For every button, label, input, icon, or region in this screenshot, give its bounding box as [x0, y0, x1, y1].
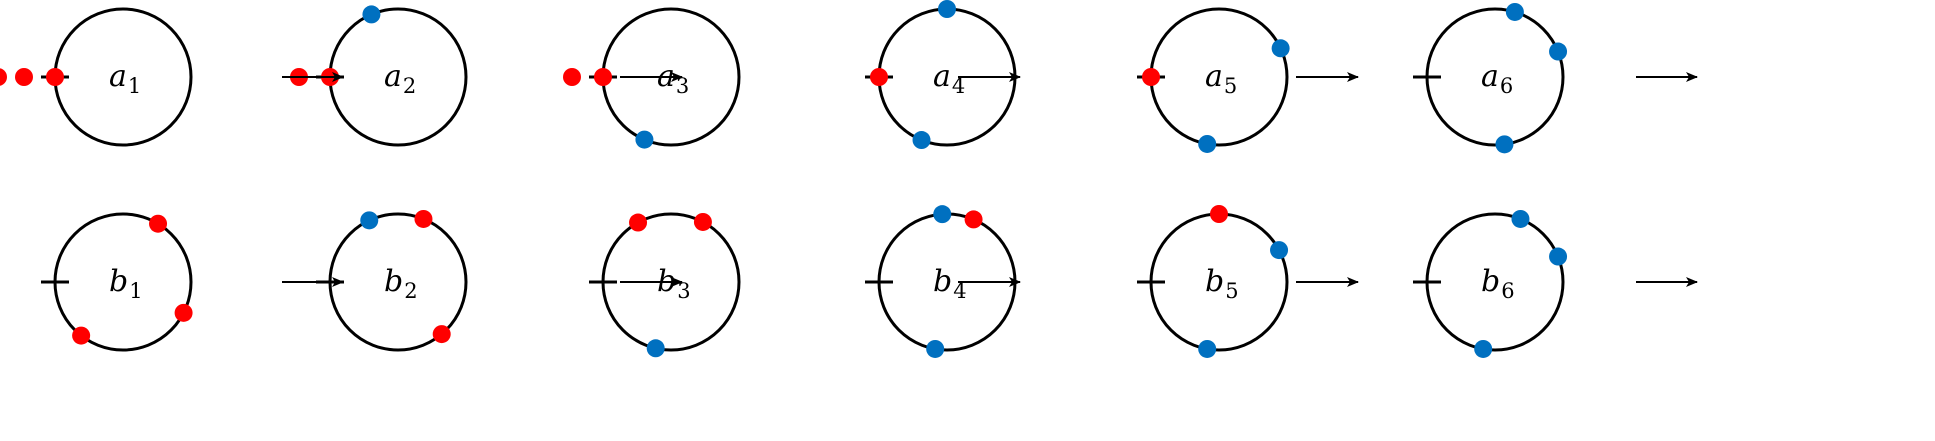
label-index: 6: [1501, 279, 1514, 303]
state-b5: b5: [1137, 205, 1289, 358]
state-label: a6: [1481, 59, 1513, 98]
blue-dot: [926, 339, 945, 358]
state-b4: b4: [865, 205, 1017, 358]
label-letter: a: [1205, 59, 1223, 94]
state-b1: b1: [41, 212, 193, 352]
state-a2: a2: [290, 5, 468, 147]
state-label: b6: [1481, 264, 1515, 303]
state-label: a1: [109, 59, 141, 98]
blue-dot: [1198, 134, 1217, 153]
state-a1: a1: [0, 7, 193, 147]
state-label: a5: [1205, 59, 1237, 98]
red-dot: [693, 212, 712, 231]
label-letter: b: [933, 264, 952, 299]
red-dot: [1210, 205, 1228, 223]
label-letter: b: [384, 264, 403, 299]
label-index: 5: [1224, 74, 1237, 98]
blue-dot: [1495, 135, 1514, 154]
red-dot: [432, 325, 451, 344]
state-label: b5: [1205, 264, 1239, 303]
blue-dot: [362, 5, 381, 24]
label-index: 2: [404, 279, 417, 303]
blue-dot: [635, 130, 654, 149]
red-dot: [149, 214, 168, 233]
label-letter: a: [1481, 59, 1499, 94]
state-b2: b2: [316, 209, 468, 352]
label-index: 1: [128, 74, 141, 98]
state-a4: a4: [865, 0, 1017, 150]
state-a5: a5: [1137, 7, 1290, 153]
label-index: 4: [952, 74, 965, 98]
blue-dot: [938, 0, 956, 18]
blue-dot: [1271, 39, 1290, 58]
red-queued-dot: [563, 68, 581, 86]
blue-dot: [1474, 339, 1493, 358]
label-index: 1: [129, 279, 142, 303]
red-dot: [46, 68, 64, 86]
red-dot: [964, 210, 983, 229]
blue-dot: [1270, 241, 1289, 260]
red-dot: [594, 68, 612, 86]
state-label: b3: [657, 264, 691, 303]
label-index: 5: [1225, 279, 1238, 303]
blue-dot: [1198, 339, 1217, 358]
label-letter: b: [1481, 264, 1500, 299]
state-label: b4: [933, 264, 967, 303]
label-letter: b: [1205, 264, 1224, 299]
blue-dot: [1511, 209, 1530, 228]
state-label: b2: [384, 264, 418, 303]
label-letter: a: [933, 59, 951, 94]
red-dot: [174, 303, 193, 322]
blue-dot: [1505, 2, 1524, 21]
red-dot: [72, 326, 91, 345]
red-dot: [629, 213, 648, 232]
state-label: a3: [657, 59, 689, 98]
blue-dot: [912, 131, 931, 150]
blue-dot: [1549, 247, 1568, 266]
label-index: 2: [403, 74, 416, 98]
red-dot: [414, 209, 433, 228]
red-queued-dot: [0, 68, 7, 86]
label-letter: a: [384, 59, 402, 94]
red-dot: [870, 68, 888, 86]
blue-dot: [933, 205, 952, 224]
blue-dot: [646, 339, 665, 358]
blue-dot: [360, 211, 379, 230]
label-index: 4: [953, 279, 966, 303]
red-dot: [1142, 68, 1160, 86]
state-b3: b3: [589, 212, 741, 358]
state-label: a2: [384, 59, 416, 98]
state-label: a4: [933, 59, 965, 98]
state-b6: b6: [1413, 209, 1568, 358]
red-queued-dot: [15, 68, 33, 86]
blue-dot: [1549, 42, 1568, 61]
state-a6: a6: [1413, 2, 1568, 154]
state-a3: a3: [563, 7, 741, 149]
state-label: b1: [109, 264, 143, 303]
label-index: 6: [1500, 74, 1513, 98]
label-letter: a: [109, 59, 127, 94]
label-letter: b: [109, 264, 128, 299]
